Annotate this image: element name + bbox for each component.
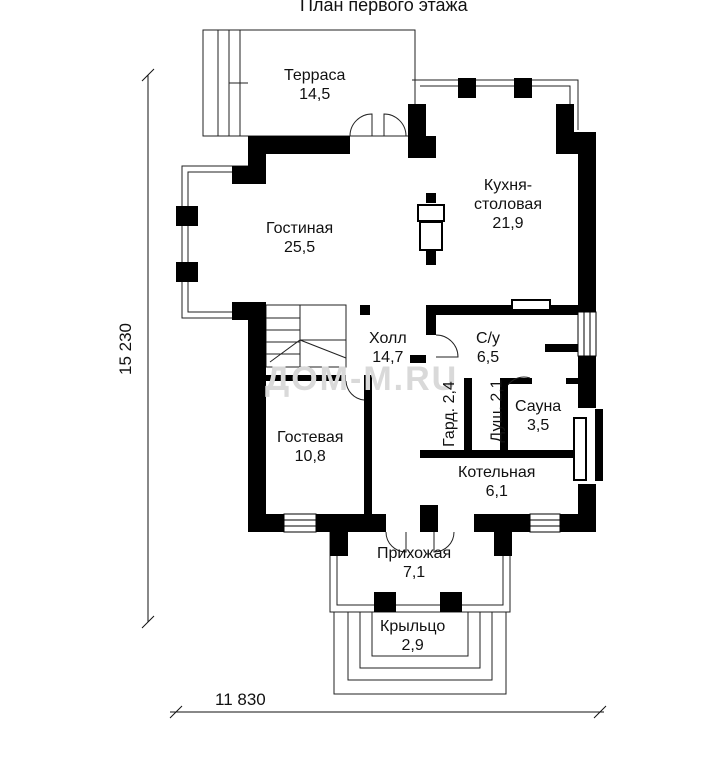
room-terrace-area: 14,5 — [299, 86, 331, 103]
room-boiler-name: Котельная — [458, 464, 536, 481]
porch-outline — [333, 611, 507, 695]
dimension-height: 15 230 — [116, 323, 135, 375]
room-kitchen-area: 21,9 — [492, 215, 524, 232]
room-wardrobe-name: Гард. — [440, 407, 458, 447]
doors — [345, 113, 531, 553]
fixtures — [417, 204, 603, 481]
room-kitchen-name-2: столовая — [474, 196, 542, 213]
room-guest-area: 10,8 — [294, 448, 326, 465]
room-sauna: Сауна 3,5 — [515, 397, 561, 435]
room-wardrobe-area: 2,4 — [440, 381, 458, 404]
room-living: Гостиная 25,5 — [266, 219, 333, 257]
dimension-width: 11 830 — [215, 690, 266, 709]
room-entry: Прихожая 7,1 — [377, 544, 451, 582]
room-bathroom: С/у 6,5 — [476, 329, 500, 367]
room-hall: Холл 14,7 — [369, 329, 407, 367]
room-terrace: Терраса 14,5 — [284, 66, 345, 104]
room-wardrobe: Гард. 2,4 — [441, 381, 459, 447]
room-guest: Гостевая 10,8 — [277, 428, 343, 466]
room-living-area: 25,5 — [284, 239, 316, 256]
room-kitchen: Кухня- столовая 21,9 — [474, 176, 542, 233]
watermark-text: ДОМ-М.RU — [265, 360, 459, 398]
room-shower-name: Душ. — [488, 406, 506, 443]
room-bathroom-area: 6,5 — [476, 349, 500, 366]
room-sauna-area: 3,5 — [526, 417, 550, 434]
walls — [176, 78, 596, 612]
room-hall-name: Холл — [369, 330, 407, 347]
room-shower: Душ. 2,1 — [489, 379, 507, 442]
room-entry-name: Прихожая — [377, 545, 452, 562]
room-boiler: Котельная 6,1 — [458, 463, 535, 501]
dimension-lines — [141, 68, 607, 719]
wall-windows — [283, 311, 597, 533]
room-porch-name: Крыльцо — [380, 618, 446, 635]
room-hall-area: 14,7 — [372, 349, 404, 366]
room-porch: Крыльцо 2,9 — [380, 617, 445, 655]
terrace-outline — [202, 29, 416, 137]
room-boiler-area: 6,1 — [485, 483, 508, 500]
room-porch-area: 2,9 — [401, 637, 424, 654]
room-bathroom-name: С/у — [476, 330, 500, 347]
room-shower-area: 2,1 — [488, 379, 506, 402]
plan-title: План первого этажа — [300, 0, 468, 15]
staircase — [265, 304, 347, 368]
room-living-name: Гостиная — [266, 220, 334, 237]
room-guest-name: Гостевая — [277, 429, 344, 446]
room-entry-area: 7,1 — [402, 564, 426, 581]
room-kitchen-name-1: Кухня- — [483, 177, 533, 194]
room-terrace-name: Терраса — [284, 67, 346, 84]
room-sauna-name: Сауна — [515, 398, 562, 415]
